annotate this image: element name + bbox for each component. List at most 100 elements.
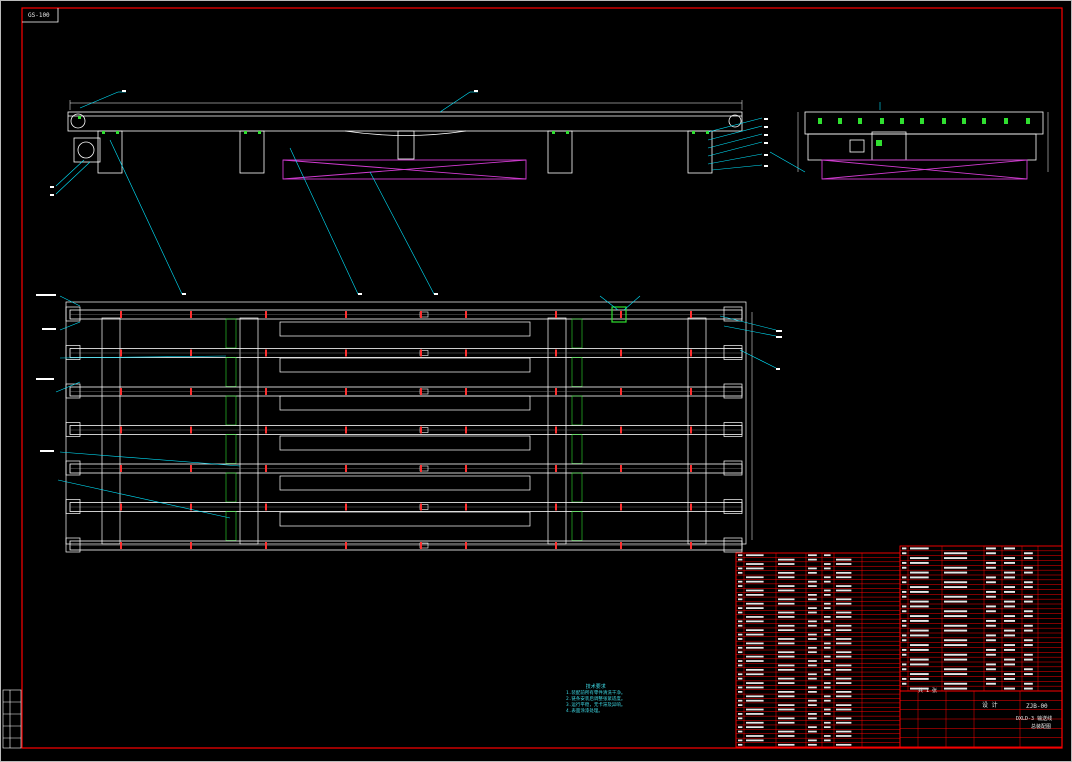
bom-cell-text: [986, 581, 996, 584]
bom-cell-text: [746, 620, 764, 623]
bom-cell-text: [910, 644, 929, 647]
rail-mark: [345, 465, 347, 472]
rail-mark: [555, 388, 557, 395]
bom-cell-text: [1004, 605, 1015, 608]
bom-cell-text: [836, 563, 852, 565]
bom-cell-text: [986, 624, 996, 627]
bom-cell-text: [902, 566, 907, 569]
bom-cell-text: [778, 602, 795, 605]
bom-cell-text: [836, 571, 852, 574]
bom-cell-text: [910, 658, 929, 661]
bom-cell-text: [944, 571, 968, 574]
bom-cell-text: [902, 576, 907, 579]
bom-cell-text: [1024, 552, 1033, 555]
rail-mark: [190, 388, 192, 395]
bom-cell-text: [1004, 673, 1015, 676]
bom-cell-text: [746, 642, 764, 645]
bom-cell-text: [808, 620, 817, 623]
bom-cell-text: [944, 615, 968, 618]
bom-cell-text: [910, 673, 929, 676]
bom-cell-text: [836, 598, 852, 601]
bom-cell-text: [778, 721, 795, 724]
plan-conveyor-rails: [65, 306, 743, 553]
bom-cell-text: [778, 616, 795, 618]
bom-cell-text: [778, 624, 795, 627]
bom-cell-text: [986, 619, 996, 622]
bom-cell-text: [902, 552, 907, 555]
bom-cell-text: [944, 639, 968, 642]
bom-cell-text: [746, 629, 764, 632]
bom-cell-text: [824, 668, 831, 671]
bom-cell-text: [738, 730, 743, 733]
bom-cell-text: [738, 739, 743, 742]
bom-cell-text: [910, 629, 929, 632]
bom-cell-text: [738, 717, 743, 720]
rail-mark: [555, 542, 557, 549]
bom-cell-text: [902, 653, 907, 656]
bom-cell-text: [808, 660, 817, 662]
bom-cell-text: [738, 726, 743, 729]
bom-cell-text: [910, 648, 929, 651]
bom-cell-text: [824, 629, 831, 632]
bom-cell-text: [738, 651, 743, 654]
bom-cell-text: [746, 708, 764, 711]
bom-cell-text: [808, 673, 817, 676]
bom-cell-text: [836, 576, 852, 579]
bom-cell-text: [1024, 557, 1033, 560]
bom-cell-text: [986, 566, 996, 569]
notes-heading: 技术要求: [585, 684, 606, 690]
drawing-frame: [21, 7, 1063, 749]
bom-cell-text: [902, 634, 907, 637]
bom-cell-text: [836, 668, 852, 671]
rail-mark: [690, 349, 692, 357]
bom-cell-text: [778, 735, 795, 737]
bom-cell-text: [836, 616, 852, 618]
bom-cell-text: [944, 629, 968, 632]
bom-cell-text: [746, 660, 764, 662]
bom-cell-text: [986, 682, 996, 685]
bom-cell-text: [746, 576, 764, 579]
bom-cell-text: [986, 663, 996, 666]
bom-cell-text: [808, 717, 817, 720]
bom-cell-text: [902, 624, 907, 627]
bom-cell-text: [986, 653, 996, 656]
bom-cell-text: [1024, 581, 1033, 584]
bom-cell-text: [746, 607, 764, 609]
front-elevation: [67, 100, 743, 174]
bom-cell-text: [808, 633, 817, 636]
rail-mark: [265, 349, 267, 357]
rail-mark: [190, 426, 192, 434]
bom-cell-text: [808, 699, 817, 702]
bom-cell-text: [738, 677, 743, 680]
bom-cell-text: [1024, 595, 1033, 598]
bom-cell-text: [738, 713, 743, 715]
bom-cell-text: [738, 585, 743, 587]
bom-cell-text: [738, 673, 743, 676]
bom-cell-text: [738, 660, 743, 662]
bom-cell-text: [910, 561, 929, 564]
bom-cell-text: [746, 616, 764, 618]
title-tag-box: [22, 8, 59, 23]
rail-mark: [345, 503, 347, 511]
bom-cell-text: [902, 639, 907, 642]
bom-cell-text: [746, 721, 764, 724]
bom-cell-text: [836, 743, 852, 746]
bom-cell-text: [808, 730, 817, 733]
notes-line: 1.装配前所有零件清洗干净。: [566, 691, 626, 696]
bom-cell-text: [808, 651, 817, 654]
bom-cell-text: [746, 580, 764, 583]
bom-cell-text: [944, 566, 968, 569]
bom-cell-text: [836, 704, 852, 706]
bom-cell-text: [1004, 677, 1015, 680]
bom-cell-text: [836, 708, 852, 711]
bom-cell-text: [824, 589, 831, 592]
bom-cell-text: [808, 558, 817, 561]
rail-mark: [345, 349, 347, 357]
bom-cell-text: [1004, 619, 1015, 622]
rail-mark: [420, 503, 422, 511]
bom-cell-text: [910, 590, 929, 593]
left-margin-strip: [2, 689, 22, 749]
bom-cell-text: [1004, 634, 1015, 637]
bom-cell-text: [824, 726, 831, 729]
rail-mark: [420, 465, 422, 472]
